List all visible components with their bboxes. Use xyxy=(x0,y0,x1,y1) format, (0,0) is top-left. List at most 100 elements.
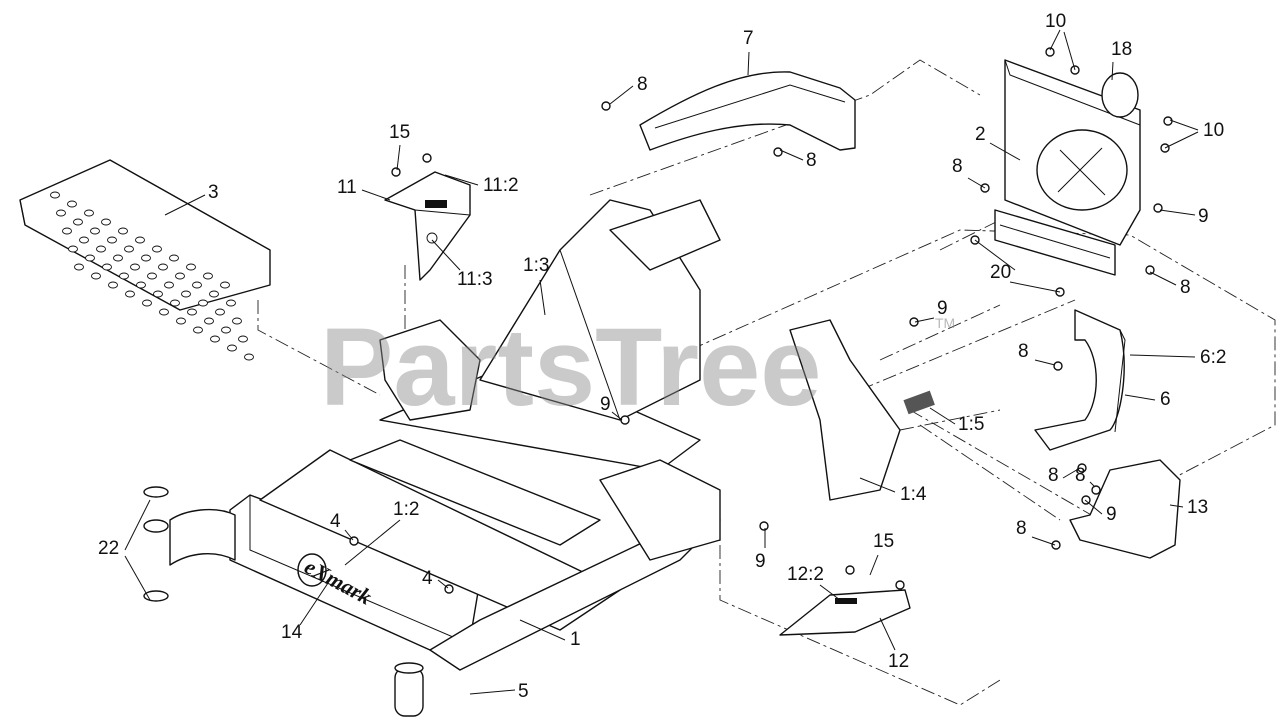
plate-hole xyxy=(232,317,242,325)
plate-hole xyxy=(181,290,191,298)
plate-hole xyxy=(176,317,186,325)
leader-line xyxy=(989,142,1021,161)
plate-hole xyxy=(147,272,157,280)
callout-1-2: 1:2 xyxy=(393,499,419,520)
leader-line xyxy=(431,239,461,271)
leader-line xyxy=(1031,536,1056,546)
plate-hole xyxy=(108,281,118,289)
leader-lines xyxy=(124,29,1199,695)
plate-hole xyxy=(170,299,180,307)
plate-hole xyxy=(220,281,230,289)
leader-line xyxy=(747,51,750,76)
leader-line xyxy=(519,619,566,641)
callout-15: 15 xyxy=(873,531,894,552)
leader-line xyxy=(1062,467,1081,479)
plate-hole xyxy=(238,335,248,343)
plate-hole xyxy=(175,272,185,280)
fastener xyxy=(1053,361,1063,371)
guard-part-6 xyxy=(1034,309,1126,451)
callout-18: 18 xyxy=(1111,39,1132,60)
main-frame-part-1 xyxy=(143,199,935,717)
callout-1-4: 1:4 xyxy=(900,484,927,505)
leader-line xyxy=(779,149,804,161)
callout-6-2: 6:2 xyxy=(1200,347,1226,368)
lower-bracket xyxy=(994,209,1116,276)
plate-hole xyxy=(198,299,208,307)
leader-line xyxy=(1124,394,1156,401)
plate-hole xyxy=(204,317,214,325)
leader-line xyxy=(539,279,546,316)
leader-line xyxy=(1169,119,1199,131)
leader-line xyxy=(929,407,956,425)
callout-7: 7 xyxy=(743,28,754,49)
callout-10: 10 xyxy=(1045,11,1066,32)
fastener xyxy=(1091,485,1101,495)
callout-8: 8 xyxy=(1180,277,1191,298)
plate-hole xyxy=(125,290,135,298)
plate-hole xyxy=(113,254,123,262)
leader-line xyxy=(361,189,391,201)
cover-part-13 xyxy=(1069,459,1181,559)
plate-hole xyxy=(169,254,179,262)
plate-hole xyxy=(50,191,60,199)
plate-hole xyxy=(210,335,220,343)
leader-line xyxy=(859,477,896,493)
callout-20: 20 xyxy=(990,262,1011,283)
fastener xyxy=(1145,265,1155,275)
fastener xyxy=(422,153,432,163)
plate-hole xyxy=(135,236,145,244)
plate-hole xyxy=(119,272,129,280)
plate-part-12 xyxy=(779,589,911,636)
plate-hole xyxy=(118,227,128,235)
callout-12-2: 12:2 xyxy=(787,564,824,585)
leader-line xyxy=(879,617,896,651)
plate-hole xyxy=(142,299,152,307)
leader-line xyxy=(344,529,354,541)
leader-line xyxy=(299,579,331,626)
plate-hole xyxy=(187,308,197,316)
leader-line xyxy=(124,499,151,551)
callout-3: 3 xyxy=(208,182,219,203)
leader-line xyxy=(124,555,151,601)
leader-line xyxy=(1111,61,1114,81)
plate-hole xyxy=(159,308,169,316)
plate-hole xyxy=(74,263,84,271)
plate-hole xyxy=(130,263,140,271)
fastener xyxy=(1051,540,1061,550)
plate-hole xyxy=(158,263,168,271)
callout-10: 10 xyxy=(1203,120,1224,141)
plate-hole xyxy=(90,227,100,235)
leader-line xyxy=(1164,131,1199,149)
leader-line xyxy=(974,239,1016,271)
leader-line xyxy=(1169,504,1184,508)
fastener xyxy=(1077,463,1087,473)
plate-hole xyxy=(152,245,162,253)
callout-5: 5 xyxy=(518,681,529,702)
side-plate-part-2 xyxy=(1004,59,1141,246)
leader-line xyxy=(819,584,841,601)
leader-line xyxy=(437,579,449,589)
plate-hole xyxy=(79,236,89,244)
plate-hole xyxy=(186,263,196,271)
fastener xyxy=(759,521,769,531)
plate-hole xyxy=(221,326,231,334)
plate-hole xyxy=(91,272,101,280)
leader-line xyxy=(344,519,401,566)
leader-line xyxy=(1034,359,1056,366)
callout-12: 12 xyxy=(888,651,909,672)
leader-line xyxy=(1159,209,1196,216)
callout-2: 2 xyxy=(975,124,986,145)
plate-hole xyxy=(84,209,94,217)
watermark-trademark: TM xyxy=(935,315,955,331)
plate-hole xyxy=(193,326,203,334)
callout-8: 8 xyxy=(1016,518,1027,539)
plate-hole xyxy=(124,245,134,253)
plate-hole xyxy=(215,308,225,316)
plate-hole xyxy=(102,263,112,271)
leader-line xyxy=(1084,499,1103,515)
plate-hole xyxy=(209,290,219,298)
fastener xyxy=(620,415,630,425)
fastener xyxy=(1163,116,1173,126)
